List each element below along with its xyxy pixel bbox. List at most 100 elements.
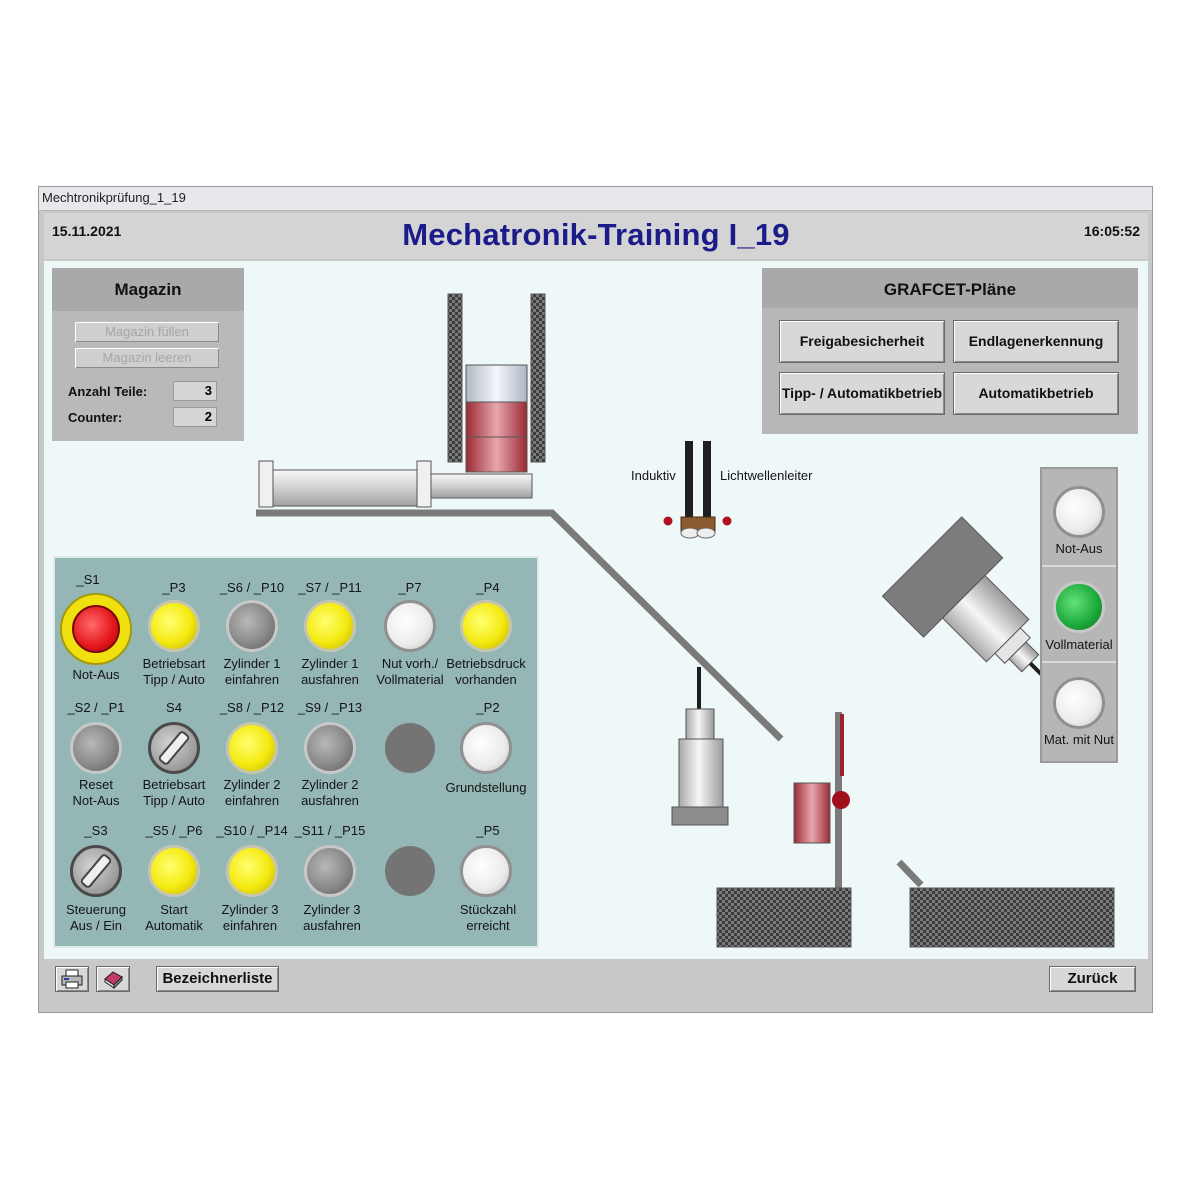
pusher-cylinder-endcap-right (416, 460, 432, 508)
magazin-title: Magazin (52, 268, 244, 311)
counter-value: 2 (173, 407, 217, 427)
control-code: _S8 / _P12 (219, 700, 285, 715)
control-label: Nut vorh./Vollmaterial (376, 656, 444, 687)
betriebsart-lamp-p3[interactable] (148, 600, 200, 652)
mat-mit-nut-indicator-lamp (1053, 677, 1105, 729)
inductive-sensor-label: Induktiv (631, 468, 676, 483)
grafcet-tipp-automatik-button[interactable]: Tipp- / Automatikbetrieb (779, 372, 945, 415)
bin-left (716, 887, 852, 948)
control-code: _S1 (76, 572, 100, 587)
indicator-label: Not-Aus (1055, 541, 1103, 556)
zylinder1-ausfahren-button[interactable] (304, 600, 356, 652)
nut-vollmaterial-lamp (384, 600, 436, 652)
lift-cylinder-base (671, 806, 729, 826)
control-code: _P2 (476, 700, 500, 715)
chute-track (256, 509, 784, 742)
window-title: Mechtronikprüfung_1_19 (42, 190, 186, 205)
pusher-cylinder-body (265, 469, 427, 507)
lift-cylinder-rod (685, 708, 715, 740)
grundstellung-lamp (460, 722, 512, 774)
control-code: _P3 (162, 580, 186, 595)
emergency-stop-button[interactable] (60, 593, 132, 665)
page-title: Mechatronik-Training I_19 (402, 217, 790, 252)
control-code: _S3 (84, 823, 108, 838)
start-automatik-button[interactable] (148, 845, 200, 897)
magazine-part-white (465, 364, 528, 403)
grafcet-title: GRAFCET-Pläne (762, 268, 1138, 308)
deflector-plate (896, 859, 924, 888)
grafcet-freigabesicherheit-button[interactable]: Freigabesicherheit (779, 320, 945, 363)
book-icon (104, 971, 123, 990)
vollmaterial-indicator-lamp (1053, 581, 1105, 633)
grafcet-endlagenerkennung-button[interactable]: Endlagenerkennung (953, 320, 1119, 363)
magazine-part-red-1 (465, 401, 528, 438)
sorted-part-red (793, 782, 831, 844)
stueckzahl-erreicht-lamp (460, 845, 512, 897)
inductive-sensor-rod (685, 441, 693, 519)
indicator-label: Mat. mit Nut (1043, 732, 1115, 747)
magazine-rail-right (530, 293, 546, 463)
zylinder2-einfahren-button[interactable] (226, 722, 278, 774)
magazin-panel: Magazin Magazin füllen Magazin leeren An… (52, 268, 244, 441)
betriebsart-selector-switch[interactable] (148, 722, 200, 774)
control-code: _P7 (398, 580, 422, 595)
process-canvas: Magazin Magazin füllen Magazin leeren An… (44, 261, 1148, 959)
control-code: _S9 / _P13 (297, 700, 363, 715)
inductive-sensor-led (663, 516, 673, 526)
lift-cylinder-body (678, 738, 724, 808)
steuerung-selector-switch[interactable] (70, 845, 122, 897)
gate-sensor-led (832, 791, 850, 809)
control-code: _S11 / _P15 (294, 823, 366, 838)
manual-button[interactable] (96, 966, 130, 992)
application-window: Mechtronikprüfung_1_19 15.11.2021 Mechat… (38, 186, 1153, 1013)
fiber-sensor-rod (703, 441, 711, 519)
control-code: _P5 (476, 823, 500, 838)
control-code: _P4 (476, 580, 500, 595)
printer-icon (61, 969, 83, 989)
control-label: Grundstellung (445, 780, 527, 795)
zylinder2-ausfahren-button[interactable] (304, 722, 356, 774)
betriebsdruck-lamp (460, 600, 512, 652)
zylinder3-einfahren-button[interactable] (226, 845, 278, 897)
control-code: S4 (166, 700, 182, 715)
header-bar: 15.11.2021 Mechatronik-Training I_19 16:… (44, 213, 1148, 259)
unused-lamp-slot (385, 723, 435, 773)
zylinder3-ausfahren-button[interactable] (304, 845, 356, 897)
indicator-label: Vollmaterial (1045, 637, 1113, 652)
window-titlebar[interactable]: Mechtronikprüfung_1_19 (39, 187, 1152, 211)
control-code: _S5 / _P6 (145, 823, 203, 838)
magazin-fill-button[interactable]: Magazin füllen (74, 321, 220, 343)
magazine-rail-left (447, 293, 463, 463)
grafcet-automatikbetrieb-button[interactable]: Automatikbetrieb (953, 372, 1119, 415)
grafcet-panel: GRAFCET-Pläne Freigabesicherheit Endlage… (762, 268, 1138, 434)
indicator-column: Not-Aus Vollmaterial Mat. mit Nut (1040, 467, 1118, 763)
control-code: _S2 / _P1 (67, 700, 125, 715)
unused-lamp-slot (385, 846, 435, 896)
print-button[interactable] (55, 966, 89, 992)
bezeichnerliste-button[interactable]: Bezeichnerliste (156, 966, 279, 992)
time-display: 16:05:52 (1083, 223, 1140, 239)
machine-schematic (256, 293, 1115, 948)
back-button[interactable]: Zurück (1049, 966, 1136, 992)
reset-not-aus-button[interactable] (70, 722, 122, 774)
date-display: 15.11.2021 (52, 223, 122, 239)
magazin-empty-button[interactable]: Magazin leeren (74, 347, 220, 369)
parts-count-value: 3 (173, 381, 217, 401)
control-code: _S7 / _P11 (298, 580, 362, 595)
footer-toolbar: Bezeichnerliste Zurück (44, 961, 1148, 1007)
fiber-sensor-label: Lichtwellenleiter (720, 468, 813, 483)
zylinder1-einfahren-button[interactable] (226, 600, 278, 652)
bin-right (909, 887, 1115, 948)
